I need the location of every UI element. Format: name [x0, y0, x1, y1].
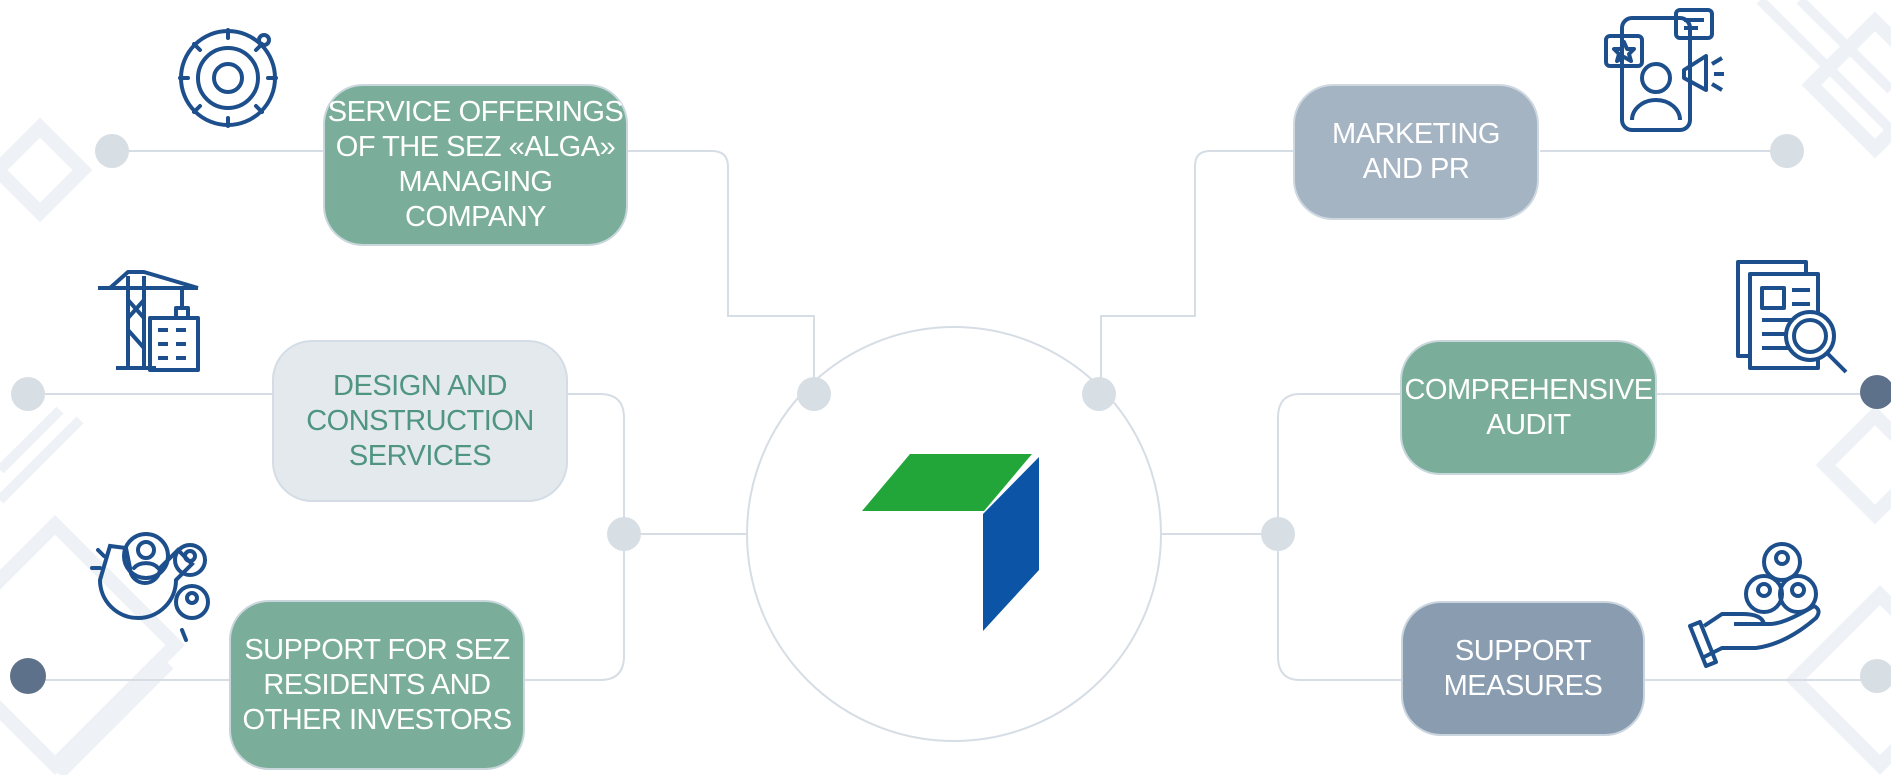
construction-crane-icon	[98, 270, 200, 372]
box-service-offerings: SERVICE OFFERINGS OF THE SEZ «ALGA» MANA…	[323, 84, 628, 246]
dot-top-left-end	[95, 134, 129, 168]
smartphone-megaphone-icon	[1604, 8, 1724, 132]
box-support-residents: SUPPORT FOR SEZ RESIDENTS AND OTHER INVE…	[229, 600, 525, 770]
alga-logo	[862, 454, 1039, 631]
logo-green-plane	[862, 454, 1032, 511]
box-comprehensive-audit-label: COMPREHENSIVE AUDIT	[1404, 373, 1653, 441]
gear-icon	[178, 28, 278, 128]
box-marketing-pr: MARKETING AND PR	[1293, 84, 1539, 220]
connector-dots	[10, 134, 1891, 694]
dot-middle-right-end	[1860, 375, 1891, 409]
magnet-people-icon	[90, 532, 210, 642]
center-circle	[746, 326, 1162, 742]
dot-right-hub	[1261, 517, 1295, 551]
connector-service-offerings	[110, 150, 815, 394]
box-design-construction-label: DESIGN AND CONSTRUCTION SERVICES	[306, 369, 534, 472]
box-support-measures-label: SUPPORT MEASURES	[1443, 634, 1603, 702]
hand-holding-people-icon	[1688, 542, 1821, 668]
dot-circle-right	[1082, 377, 1116, 411]
box-marketing-pr-label: MARKETING AND PR	[1332, 118, 1500, 185]
box-comprehensive-audit: COMPREHENSIVE AUDIT	[1400, 340, 1657, 475]
dot-bottom-left-end	[10, 658, 46, 694]
dot-left-hub	[607, 517, 641, 551]
box-design-construction: DESIGN AND CONSTRUCTION SERVICES	[272, 340, 568, 502]
document-magnifier-icon	[1736, 260, 1848, 374]
dot-middle-left-end	[11, 377, 45, 411]
background-pattern	[0, 11, 1891, 775]
dot-circle-left	[797, 377, 831, 411]
dot-bottom-right-end	[1860, 659, 1891, 693]
dot-top-right-end	[1770, 134, 1804, 168]
box-service-offerings-label: SERVICE OFFERINGS OF THE SEZ «ALGA» MANA…	[327, 96, 624, 233]
logo-blue-plane	[983, 457, 1039, 631]
box-support-residents-label: SUPPORT FOR SEZ RESIDENTS AND OTHER INVE…	[242, 633, 512, 736]
box-support-measures: SUPPORT MEASURES	[1401, 601, 1645, 736]
connector-marketing	[1100, 150, 1788, 394]
